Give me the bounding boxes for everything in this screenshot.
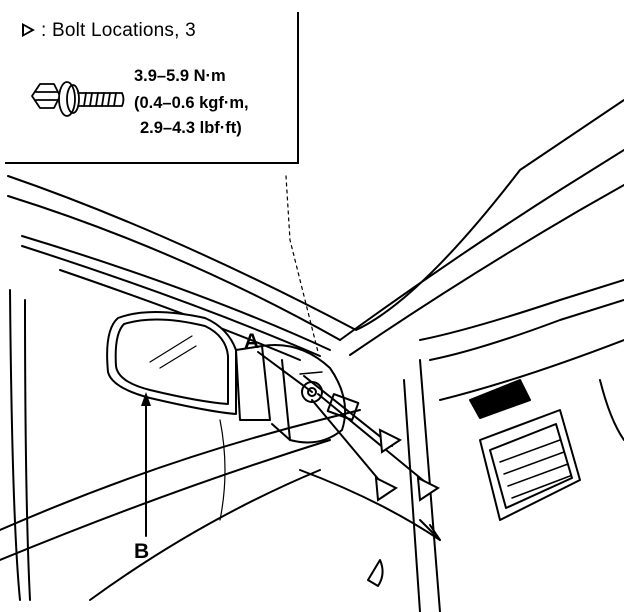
torque-nm: 3.9–5.9 N·m bbox=[134, 67, 226, 85]
bolt-marker-1 bbox=[378, 428, 402, 454]
legend-title: : Bolt Locations, 3 bbox=[22, 20, 196, 42]
legend-box bbox=[5, 12, 299, 164]
torque-lbf: 2.9–4.3 lbf·ft) bbox=[140, 119, 242, 137]
bolt-icon bbox=[31, 81, 125, 117]
callout-b: B bbox=[134, 540, 150, 563]
bolt-marker-3 bbox=[416, 476, 440, 502]
bolt-marker-2 bbox=[374, 476, 398, 502]
torque-kgf: (0.4–0.6 kgf·m, bbox=[134, 94, 249, 112]
triangle-marker-icon bbox=[22, 23, 35, 37]
legend-title-text: : Bolt Locations, 3 bbox=[41, 20, 196, 41]
callout-a: A bbox=[244, 330, 260, 353]
